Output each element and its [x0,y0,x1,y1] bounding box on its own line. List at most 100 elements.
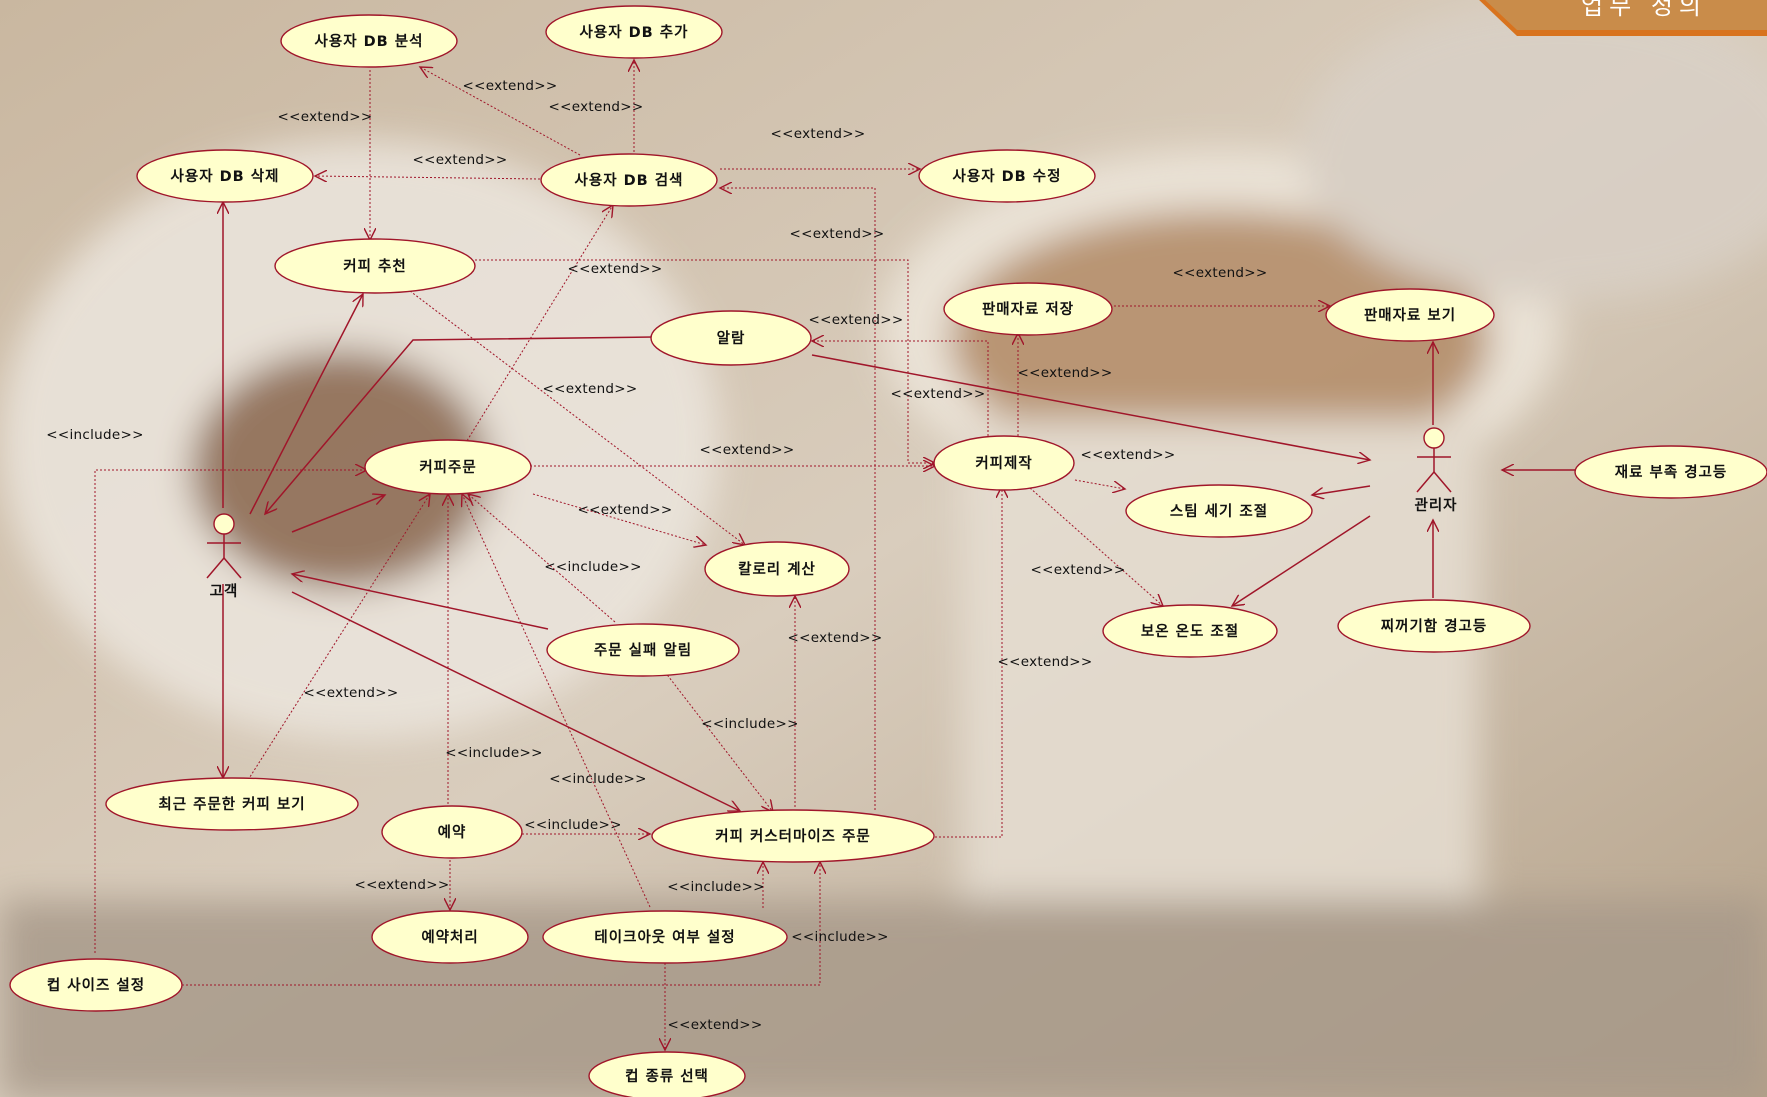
actor-head [213,513,235,535]
label-extend: <<extend>> [699,442,794,458]
label-extend: <<extend>> [412,152,507,168]
usecase-calorie: 칼로리 계산 [704,541,850,597]
usecase-custom-order: 커피 커스터마이즈 주문 [651,809,935,863]
svg-text:예약: 예약 [438,823,467,841]
rel-custom-make [935,486,1002,838]
rel-order-search [464,205,613,445]
label-include: <<include>> [701,716,798,732]
usecase-recommend: 커피 추천 [274,238,476,294]
title-tab [1479,0,1767,36]
usecase-cup-size: 컵 사이즈 설정 [9,958,183,1012]
label-extend: <<extend>> [667,1017,762,1033]
assoc-customer-recommend [249,294,363,515]
label-extend: <<extend>> [890,386,985,402]
label-include: <<include>> [791,929,888,945]
usecase-sales-save: 판매자료 저장 [943,282,1113,336]
actor-customer: 고객 [206,513,242,600]
rel-search-analyze [420,67,581,156]
svg-text:스팀 세기 조절: 스팀 세기 조절 [1170,502,1268,520]
svg-text:커피 추천: 커피 추천 [343,258,406,275]
label-extend: <<extend>> [542,381,637,397]
usecase-takeout: 테이크아웃 여부 설정 [542,910,788,964]
usecase-recent: 최근 주문한 커피 보기 [105,777,359,831]
label-extend: <<extend>> [567,261,662,277]
assoc-alarm-admin [811,354,1370,460]
svg-text:예약처리: 예약처리 [421,928,478,946]
svg-text:알람: 알람 [717,330,746,347]
usecase-material-warn: 재료 부족 경고등 [1574,445,1767,499]
usecase-keep-temp: 보온 온도 조절 [1102,604,1278,658]
actor-admin: 관리자 [1414,427,1457,514]
label-include: <<include>> [667,879,764,895]
label-include: <<include>> [544,559,641,575]
svg-text:사용자 DB 검색: 사용자 DB 검색 [575,171,684,189]
assoc-customer-order [291,495,385,533]
rel-orderfail-order [468,494,616,623]
rel-search-delete [315,176,541,179]
label-extend: <<extend>> [354,877,449,893]
usecase-waste-warn: 찌꺼기함 경고등 [1337,599,1531,653]
svg-text:사용자 DB 추가: 사용자 DB 추가 [580,24,689,41]
actor-name: 관리자 [1414,497,1457,514]
svg-text:사용자 DB 삭제: 사용자 DB 삭제 [171,168,280,185]
svg-text:커피제작: 커피제작 [975,454,1032,472]
assoc-admin-steam [1312,485,1371,495]
usecase-alarm: 알람 [650,310,812,366]
usecase-db-delete: 사용자 DB 삭제 [136,149,314,203]
assoc-admin-keeptemp [1232,515,1371,606]
label-include: <<include>> [549,771,646,787]
rel-custom-search [720,188,876,810]
label-extend: <<extend>> [787,630,882,646]
rel-recent-order [247,494,430,781]
usecase-make: 커피제작 [933,435,1075,491]
label-extend: <<extend>> [1017,365,1112,381]
rel-cupsize-custom [182,862,820,986]
label-extend: <<extend>> [577,502,672,518]
svg-text:칼로리 계산: 칼로리 계산 [738,561,816,578]
actor-head [1423,427,1445,449]
rel-make-alarm [812,341,989,440]
rel-make-steam [1074,479,1125,489]
assoc-orderfail-customer [292,574,549,630]
assoc-alarm-customer [265,336,654,514]
relationships [94,60,1575,1050]
section-title: 업무 정의 [1581,0,1707,20]
rel-cupsize-order [94,470,367,953]
usecase-reserve-proc: 예약처리 [371,910,529,964]
svg-text:주문 실패 알림: 주문 실패 알림 [594,641,692,659]
label-extend: <<extend>> [789,226,884,242]
label-extend: <<extend>> [997,654,1092,670]
usecase-order-fail: 주문 실패 알림 [546,623,740,677]
svg-text:테이크아웃 여부 설정: 테이크아웃 여부 설정 [594,928,735,946]
usecase-db-analyze: 사용자 DB 분석 [280,14,458,68]
svg-text:판매자료 저장: 판매자료 저장 [982,300,1074,318]
usecase-order: 커피주문 [364,439,532,495]
label-extend: <<extend>> [277,109,372,125]
relationship-labels: <<extend>> <<extend>> <<extend>> <<exten… [46,78,1267,1033]
label-extend: <<extend>> [1172,265,1267,281]
usecase-steam: 스팀 세기 조절 [1125,484,1313,538]
rel-make-keeptemp [1029,487,1163,606]
svg-text:최근 주문한 커피 보기: 최근 주문한 커피 보기 [158,795,305,813]
svg-text:보온 온도 조절: 보온 온도 조절 [1141,623,1239,640]
svg-text:커피 커스터마이즈 주문: 커피 커스터마이즈 주문 [715,828,871,845]
label-include: <<include>> [46,427,143,443]
label-extend: <<extend>> [808,312,903,328]
svg-text:사용자 DB 수정: 사용자 DB 수정 [953,167,1062,185]
rel-orderfail-custom [664,671,773,812]
usecase-reserve: 예약 [381,805,523,859]
label-extend: <<extend>> [548,99,643,115]
use-cases: 사용자 DB 분석 사용자 DB 추가 사용자 DB 삭제 사용자 DB 검색 … [9,5,1767,1097]
label-extend: <<extend>> [1080,447,1175,463]
rel-recommend-make [475,259,935,463]
svg-text:커피주문: 커피주문 [419,459,476,476]
usecase-db-add: 사용자 DB 추가 [545,5,723,59]
svg-text:컵 사이즈 설정: 컵 사이즈 설정 [47,976,145,994]
usecase-db-search: 사용자 DB 검색 [540,153,718,207]
usecase-sales-view: 판매자료 보기 [1325,288,1495,342]
svg-text:컵 종류 선택: 컵 종류 선택 [625,1067,709,1085]
label-include: <<include>> [524,817,621,833]
usecase-db-modify: 사용자 DB 수정 [918,149,1096,203]
assoc-customer-custom [291,591,740,811]
